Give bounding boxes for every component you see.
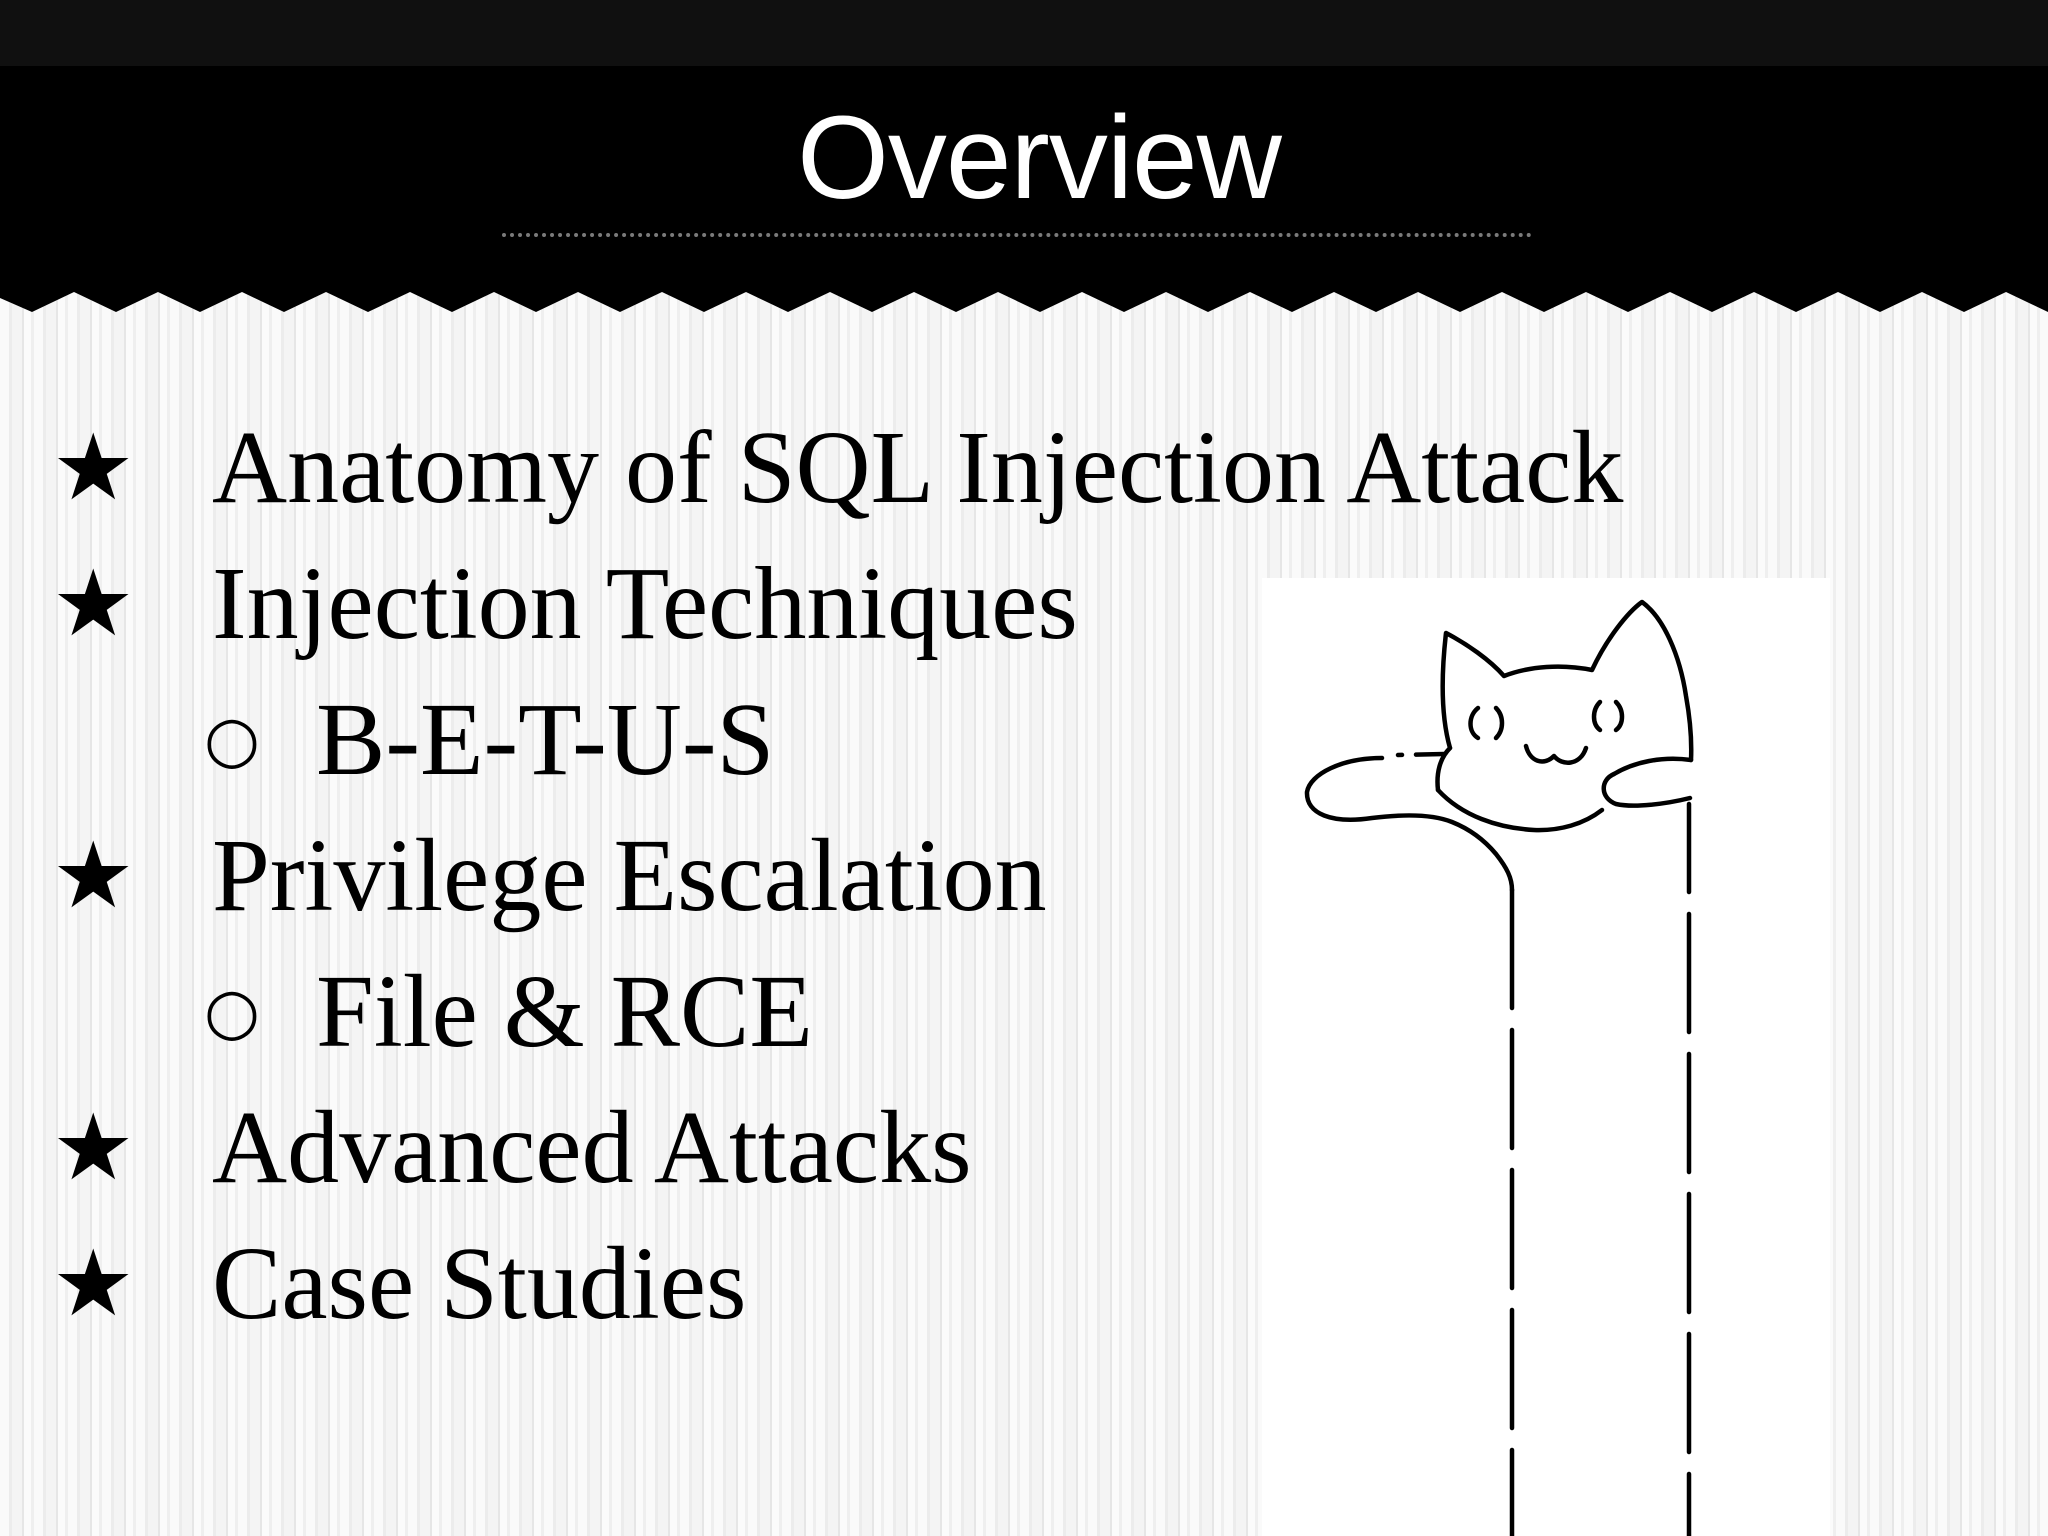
circle-bullet-icon: ○ — [204, 975, 260, 1049]
list-subitem-text: B-E-T-U-S — [316, 682, 775, 797]
circle-bullet-icon: ○ — [204, 703, 260, 777]
top-bar — [0, 0, 2048, 70]
list-item-text: Case Studies — [212, 1226, 747, 1341]
star-bullet-icon: ★ — [52, 1097, 135, 1199]
list-item-text: Privilege Escalation — [212, 818, 1047, 933]
zigzag-header-shape — [0, 66, 2048, 312]
star-bullet-icon: ★ — [52, 417, 135, 519]
header-band — [0, 66, 2048, 320]
star-bullet-icon: ★ — [52, 553, 135, 655]
list-subitem-text: File & RCE — [316, 954, 813, 1069]
longcat-illustration — [1304, 599, 1694, 1536]
slide-title: Overview — [797, 92, 1282, 224]
illustration-panel — [1262, 578, 1830, 1536]
title-divider — [502, 233, 1532, 237]
list-item-text: Anatomy of SQL Injection Attack — [212, 410, 1624, 525]
star-bullet-icon: ★ — [52, 825, 135, 927]
list-item-text: Injection Techniques — [212, 546, 1078, 661]
star-bullet-icon: ★ — [52, 1233, 135, 1335]
list-item-text: Advanced Attacks — [212, 1090, 972, 1205]
